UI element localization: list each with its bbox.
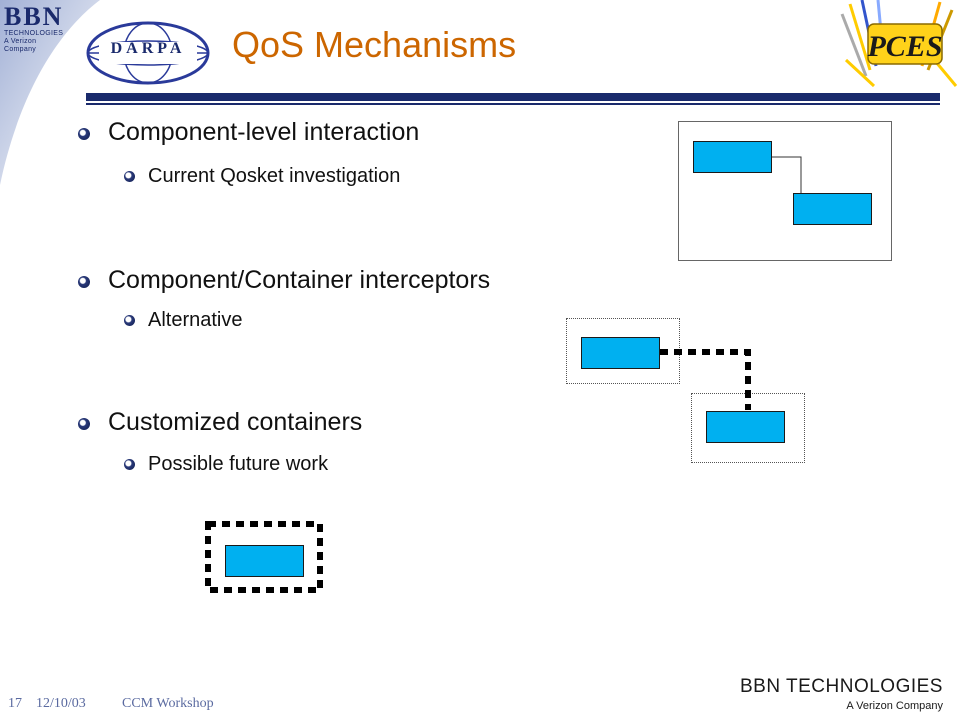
bullet-1-text: Component-level interaction — [108, 118, 420, 146]
bullet-1-sub: Current Qosket investigation — [148, 165, 401, 187]
bullet-icon — [78, 128, 90, 140]
bbn-logo-sub1: TECHNOLOGIES — [4, 30, 64, 37]
title-rule — [86, 93, 940, 105]
footer-event: CCM Workshop — [122, 696, 214, 711]
bbn-footer-sub: A Verizon Company — [846, 700, 943, 712]
corner-decoration — [0, 0, 100, 185]
bullet-icon — [78, 276, 90, 288]
pces-logo: PCES — [840, 0, 958, 88]
component-box — [581, 337, 660, 369]
sub-bullet-icon — [124, 315, 135, 326]
darpa-globe-icon — [86, 21, 210, 85]
slide-number: 17 — [8, 696, 22, 711]
sub-bullet-icon — [124, 459, 135, 470]
component-link-line — [771, 156, 802, 195]
darpa-label: DARPA — [110, 40, 186, 57]
component-box — [706, 411, 785, 443]
bullet-icon — [78, 418, 90, 430]
sub-bullet-icon — [124, 171, 135, 182]
interceptor-link-line — [660, 349, 751, 410]
component-box — [225, 545, 304, 577]
bbn-footer-company: BBN TECHNOLOGIES — [740, 676, 943, 697]
title-rule-gap — [86, 101, 940, 103]
bullet-3-sub: Possible future work — [148, 453, 329, 475]
component-box — [793, 193, 872, 225]
bbn-footer-logo: BBN TECHNOLOGIES A Verizon Company — [740, 676, 943, 712]
component-box — [693, 141, 772, 173]
footer-date: 12/10/03 — [36, 696, 86, 711]
pces-logo-text: PCES — [866, 30, 942, 63]
bullet-2-text: Component/Container interceptors — [108, 266, 491, 294]
bullet-2-sub: Alternative — [148, 309, 243, 331]
slide-title: QoS Mechanisms — [232, 24, 517, 65]
bbn-header-logo: BBN TECHNOLOGIES A Verizon Company — [4, 4, 66, 54]
bullet-3-text: Customized containers — [108, 408, 363, 436]
bbn-logo-text: BBN — [4, 2, 64, 31]
bbn-logo-sub2: A Verizon Company — [4, 38, 37, 53]
